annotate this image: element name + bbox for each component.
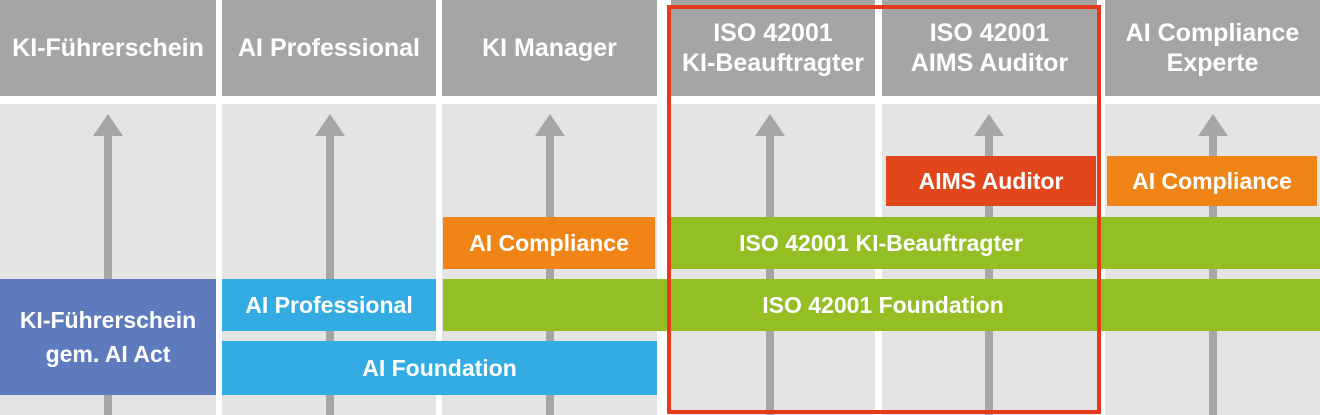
arrow-up-icon [974, 114, 1004, 136]
column-title: ISO 42001 KI-Beauftragter [682, 19, 864, 77]
column-header-ki-fuehrerschein: KI-Führerschein [0, 0, 216, 96]
arrow-up-icon [755, 114, 785, 136]
column-title: ISO 42001 AIMS Auditor [910, 19, 1069, 77]
bar-label: AIMS Auditor [918, 168, 1064, 194]
arrow-up-shaft [985, 132, 993, 415]
bar-iso-ki-beauftragter: ISO 42001 KI-Beauftragter [671, 217, 1320, 269]
bar-label: AI Compliance [1132, 168, 1292, 194]
arrow-up-icon [93, 114, 123, 136]
arrow-up-icon [1198, 114, 1228, 136]
bar-iso-foundation: ISO 42001 Foundation [443, 279, 1320, 331]
column-header-ai-compliance-experte: AI Compliance Experte [1105, 0, 1320, 96]
arrow-up-shaft [766, 132, 774, 415]
arrow-up-shaft [104, 132, 112, 415]
column-header-ai-professional: AI Professional [222, 0, 436, 96]
arrow-up-shaft [1209, 132, 1217, 415]
column-title: KI-Führerschein [12, 34, 204, 62]
arrow-up-icon [315, 114, 345, 136]
bar-label: KI-Führerschein gem. AI Act [19, 307, 197, 367]
column-title: AI Professional [238, 34, 420, 62]
column-title: AI Compliance Experte [1125, 19, 1300, 77]
bar-label: AI Professional [245, 292, 413, 318]
column-title: KI Manager [482, 34, 617, 62]
arrow-up-shaft [326, 132, 334, 415]
column-header-ki-manager: KI Manager [442, 0, 657, 96]
bar-label: ISO 42001 KI-Beauftragter [739, 230, 1023, 256]
arrow-up-shaft [546, 132, 554, 415]
bar-ai-foundation: AI Foundation [222, 341, 657, 395]
bar-aims-auditor: AIMS Auditor [886, 156, 1096, 206]
bar-ai-professional: AI Professional [222, 279, 436, 331]
bar-label: AI Compliance [469, 230, 629, 256]
arrow-up-icon [535, 114, 565, 136]
iso-42001-highlight-frame [667, 5, 1101, 414]
column-header-iso-aims-auditor: ISO 42001 AIMS Auditor [882, 0, 1097, 96]
bar-ki-fuehrerschein: KI-Führerschein gem. AI Act [0, 279, 216, 395]
column-header-iso-ki-beauftragter: ISO 42001 KI-Beauftragter [671, 0, 875, 96]
bar-ai-compliance-right: AI Compliance [1107, 156, 1317, 206]
bar-label: ISO 42001 Foundation [762, 292, 1004, 318]
bar-label: AI Foundation [362, 355, 517, 381]
bar-ai-compliance-left: AI Compliance [443, 217, 655, 269]
